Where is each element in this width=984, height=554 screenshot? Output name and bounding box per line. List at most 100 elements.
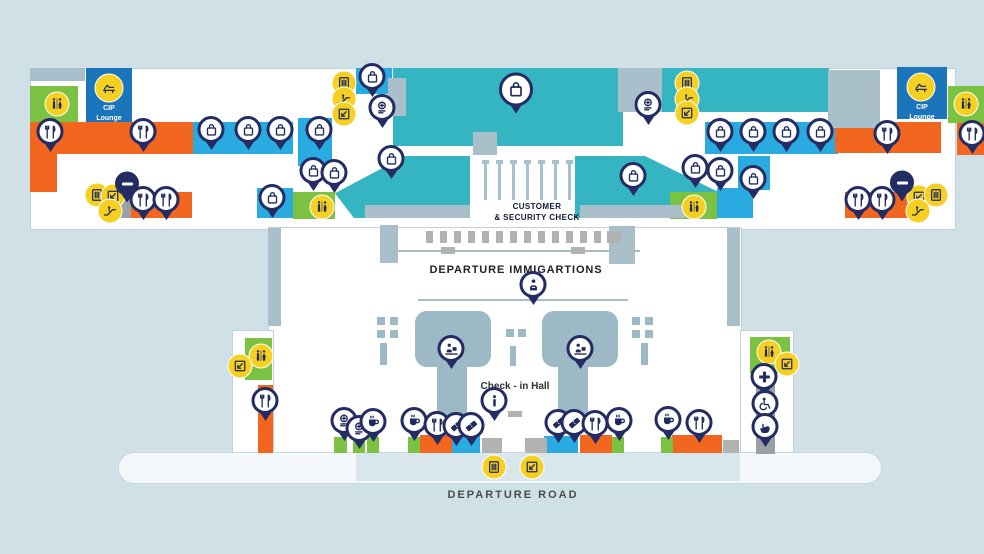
shop-pin[interactable] bbox=[806, 118, 834, 152]
escalator-badge[interactable] bbox=[97, 198, 123, 224]
security-check-label: CUSTOMER & SECURITY CHECK bbox=[494, 202, 580, 222]
coffee-pin[interactable] bbox=[654, 406, 682, 440]
counter-dash bbox=[508, 411, 522, 417]
shop-pin[interactable] bbox=[320, 159, 348, 193]
restroom-badge[interactable] bbox=[953, 91, 979, 117]
hall-marker bbox=[632, 317, 640, 325]
cip-lounge-badge[interactable] bbox=[906, 72, 936, 102]
hall-marker bbox=[641, 343, 648, 365]
immigration-counter bbox=[524, 231, 531, 243]
shop-pin[interactable] bbox=[358, 63, 386, 97]
hall-marker bbox=[390, 317, 398, 325]
facility-strip bbox=[661, 437, 673, 453]
restroom-badge[interactable] bbox=[248, 343, 274, 369]
immigration-counter bbox=[580, 231, 587, 243]
immigration-line bbox=[388, 250, 640, 252]
coffee-pin[interactable] bbox=[605, 407, 633, 441]
shop-pin[interactable] bbox=[197, 116, 225, 150]
restaurant-pin[interactable] bbox=[581, 410, 609, 444]
departure-immigration-label: DEPARTURE IMMIGARTIONS bbox=[429, 264, 603, 276]
shop-pin[interactable] bbox=[619, 162, 647, 196]
wheelchair-pin[interactable] bbox=[751, 390, 779, 424]
tickets-pin[interactable] bbox=[457, 412, 485, 446]
currency-exchange-pin[interactable] bbox=[634, 91, 662, 125]
shop-pin[interactable] bbox=[739, 165, 767, 199]
escalator-badge[interactable] bbox=[905, 198, 931, 224]
hand-service-pin[interactable] bbox=[751, 413, 779, 447]
structure-block bbox=[268, 228, 281, 326]
structure-block bbox=[473, 132, 497, 155]
shop-pin[interactable] bbox=[258, 184, 286, 218]
facility-strip bbox=[408, 437, 420, 453]
information-pin[interactable] bbox=[480, 387, 508, 421]
hall-marker bbox=[632, 330, 640, 338]
structure-block bbox=[723, 440, 739, 453]
restroom-badge[interactable] bbox=[44, 91, 70, 117]
restaurant-pin[interactable] bbox=[129, 118, 157, 152]
shop-pin[interactable] bbox=[305, 116, 333, 150]
structure-block bbox=[727, 228, 740, 326]
restaurant-zone bbox=[580, 435, 612, 453]
hall-marker bbox=[645, 317, 653, 325]
cip-lounge-badge[interactable] bbox=[94, 73, 124, 103]
exit-badge[interactable] bbox=[331, 101, 357, 127]
hall-marker bbox=[506, 329, 514, 337]
restroom-badge[interactable] bbox=[756, 339, 782, 365]
exit-badge[interactable] bbox=[227, 353, 253, 379]
check-in-desk-pin[interactable] bbox=[566, 335, 594, 369]
restaurant-pin[interactable] bbox=[958, 120, 984, 154]
hall-marker bbox=[377, 330, 385, 338]
shop-pin[interactable] bbox=[499, 72, 533, 114]
exit-badge[interactable] bbox=[674, 100, 700, 126]
restaurant-pin[interactable] bbox=[152, 186, 180, 220]
shop-pin[interactable] bbox=[706, 157, 734, 191]
currency-exchange-pin[interactable] bbox=[368, 94, 396, 128]
coffee-pin[interactable] bbox=[359, 408, 387, 442]
immigration-counter bbox=[496, 231, 503, 243]
shop-pin[interactable] bbox=[266, 116, 294, 150]
shop-pin[interactable] bbox=[234, 116, 262, 150]
security-gate bbox=[552, 160, 559, 200]
structure-block bbox=[365, 205, 470, 218]
restaurant-pin[interactable] bbox=[251, 387, 279, 421]
no-entry-pin[interactable] bbox=[890, 170, 914, 202]
checkin-island-stem bbox=[437, 364, 467, 420]
shop-pin[interactable] bbox=[377, 145, 405, 179]
immigration-counter bbox=[426, 231, 433, 243]
hall-marker bbox=[377, 317, 385, 325]
security-gate bbox=[566, 160, 573, 200]
exit-badge[interactable] bbox=[774, 351, 800, 377]
passport-control-pin[interactable] bbox=[519, 271, 547, 305]
restaurant-zone bbox=[672, 435, 722, 453]
check-in-desk-pin[interactable] bbox=[437, 335, 465, 369]
immigration-wall bbox=[418, 299, 628, 301]
security-gate bbox=[510, 160, 517, 200]
immigration-counter bbox=[538, 231, 545, 243]
shop-pin[interactable] bbox=[706, 118, 734, 152]
restaurant-pin[interactable] bbox=[685, 409, 713, 443]
shop-pin[interactable] bbox=[739, 118, 767, 152]
security-gate bbox=[538, 160, 545, 200]
hall-marker bbox=[380, 343, 387, 365]
immigration-counter bbox=[454, 231, 461, 243]
restaurant-pin[interactable] bbox=[873, 120, 901, 154]
shop-pin[interactable] bbox=[772, 118, 800, 152]
restaurant-pin[interactable] bbox=[868, 186, 896, 220]
structure-block bbox=[380, 225, 398, 263]
structure-block bbox=[30, 68, 85, 81]
structure-block bbox=[482, 438, 502, 453]
structure-block bbox=[580, 205, 685, 218]
structure-block bbox=[525, 438, 547, 453]
restaurant-pin[interactable] bbox=[844, 186, 872, 220]
restroom-badge[interactable] bbox=[309, 194, 335, 220]
shop-pin[interactable] bbox=[681, 154, 709, 188]
hall-marker bbox=[518, 329, 526, 337]
elevator-badge[interactable] bbox=[481, 454, 507, 480]
curbside-area bbox=[356, 453, 740, 481]
restroom-badge[interactable] bbox=[681, 194, 707, 220]
restaurant-pin[interactable] bbox=[36, 118, 64, 152]
exit-badge[interactable] bbox=[519, 454, 545, 480]
